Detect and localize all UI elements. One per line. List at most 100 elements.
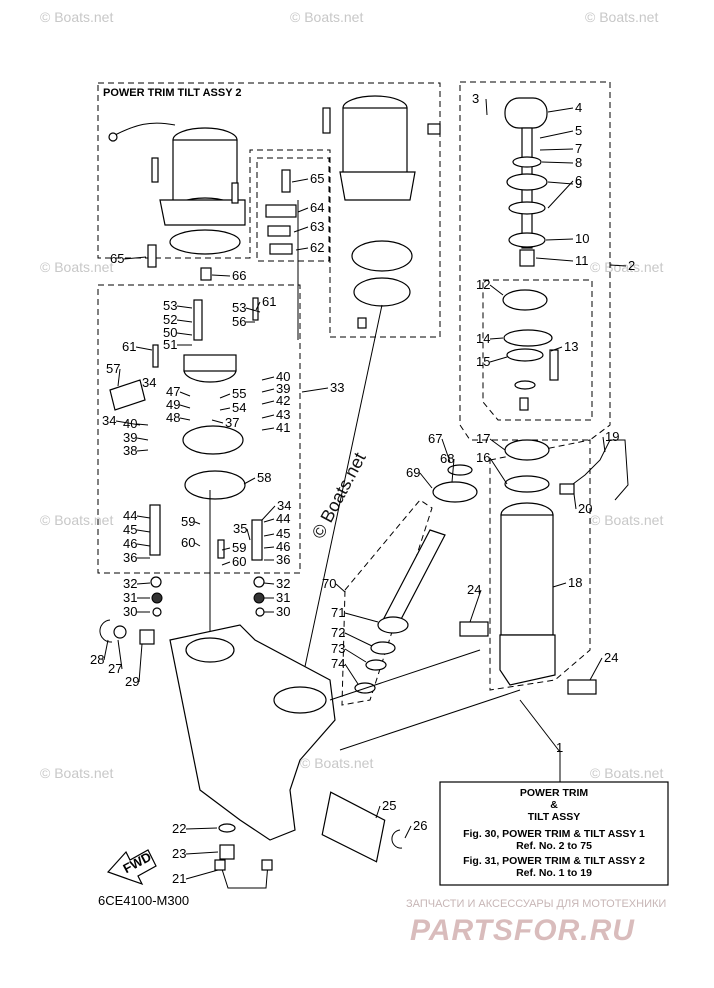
callout-leader (295, 247, 309, 251)
watermark: © Boats.net (300, 755, 373, 771)
part-number-label: 50 (163, 325, 177, 340)
callout-leader (485, 98, 488, 116)
reservoir-bolt (322, 107, 331, 134)
callout-leader (176, 305, 193, 309)
callout-leader (344, 648, 367, 663)
part-number-label: 32 (276, 576, 290, 591)
part-number-label: 65 (310, 171, 324, 186)
plate-64 (265, 204, 297, 218)
shop-brand: PARTSFOR.RU (410, 914, 635, 947)
motor-body (172, 139, 238, 211)
part-number-label: 65 (110, 251, 124, 266)
callout-leader (552, 582, 567, 588)
watermark-group: © Boats.net © Boats.net © Boats.net © Bo… (40, 9, 663, 781)
oring-16 (504, 475, 550, 493)
filter-bolt (357, 317, 367, 329)
callout-leader (441, 438, 451, 463)
callout-leader (489, 356, 508, 363)
callout-leader (211, 419, 224, 424)
callout-leader (255, 301, 261, 311)
callout-leader (573, 493, 577, 510)
part-number-label: 18 (568, 575, 582, 590)
callout-leader (221, 547, 231, 551)
part-number-label: 66 (232, 268, 246, 283)
part-number-label: 13 (564, 339, 578, 354)
bracket-rail (329, 649, 481, 701)
part-number-label: 29 (125, 674, 139, 689)
cable-terminal (108, 132, 118, 142)
part-number-label: 31 (276, 590, 290, 605)
plug-23 (219, 844, 235, 860)
part-number-label: 30 (123, 604, 137, 619)
part-number-label: 12 (476, 277, 490, 292)
part-number-label: 6 (575, 173, 582, 188)
part-number-label: 31 (123, 590, 137, 605)
valve-stack-left (149, 504, 161, 556)
bolt-65 (147, 244, 157, 268)
part-number-label: 22 (172, 821, 186, 836)
note-line: & (550, 799, 558, 811)
callout-leader (243, 477, 256, 485)
valve-body-upper-side (183, 354, 237, 372)
motor-oring (169, 229, 241, 255)
part-number-label: 44 (123, 508, 137, 523)
part-number-label: 57 (106, 361, 120, 376)
callout-leader (404, 825, 412, 839)
seal-14 (503, 329, 553, 347)
callout-layer: 1234567891011121314151617181920212223242… (90, 91, 635, 886)
piston-12 (502, 289, 548, 311)
part-number-label: 43 (276, 407, 290, 422)
part-number-label: 9 (575, 176, 582, 191)
watermark: © Boats.net (40, 259, 113, 275)
part-number-label: 63 (310, 219, 324, 234)
callout-leader (117, 639, 123, 670)
bushing-24 (459, 621, 489, 637)
plug-66 (200, 267, 212, 281)
washer-30b (255, 607, 265, 617)
valve-assy-box (97, 284, 301, 574)
note-leader (519, 699, 561, 753)
part-number-label: 35 (233, 521, 247, 536)
part-number-label: 74 (331, 656, 345, 671)
motor-cable (114, 122, 176, 136)
part-number-label: 70 (322, 576, 336, 591)
reservoir-plug (427, 123, 441, 135)
callout-leader (375, 805, 381, 819)
callout-leader (263, 533, 275, 537)
watermark: © Boats.net (40, 512, 113, 528)
callout-leader (344, 632, 373, 647)
seal-73 (370, 641, 396, 655)
piston-72 (377, 616, 409, 634)
callout-leader (589, 657, 603, 681)
spring-13 (549, 349, 559, 381)
note-line: Fig. 31, POWER TRIM & TILT ASSY 2 (463, 855, 645, 867)
fitting-20 (559, 483, 575, 495)
oring-32b (253, 576, 265, 588)
callout-leader (135, 346, 153, 351)
callout-leader (419, 472, 433, 489)
callout-leader (261, 376, 275, 381)
part-number-label: 59 (232, 540, 246, 555)
cap-17 (504, 439, 550, 461)
callout-leader (185, 827, 218, 830)
callout-leader (344, 663, 359, 685)
bolt-65b (281, 169, 291, 193)
watermark-main: © Boats.net (308, 449, 370, 542)
part-number-label: 51 (163, 337, 177, 352)
valve-stack-right (251, 519, 263, 561)
part-number-label: 40 (123, 416, 137, 431)
pin-61b (252, 297, 259, 321)
part-number-label: 1 (556, 740, 563, 755)
watermark: © Boats.net (40, 765, 113, 781)
callout-leader (469, 589, 482, 623)
callout-leader (451, 458, 455, 483)
cylinder-18 (500, 514, 554, 636)
part-number-label: 7 (575, 141, 582, 156)
cap-9 (506, 173, 548, 191)
callout-leader (535, 257, 574, 262)
callout-leader (185, 851, 219, 855)
cap-70 (432, 481, 478, 503)
part-number-label: 44 (276, 511, 290, 526)
bushing-24b (567, 679, 597, 695)
